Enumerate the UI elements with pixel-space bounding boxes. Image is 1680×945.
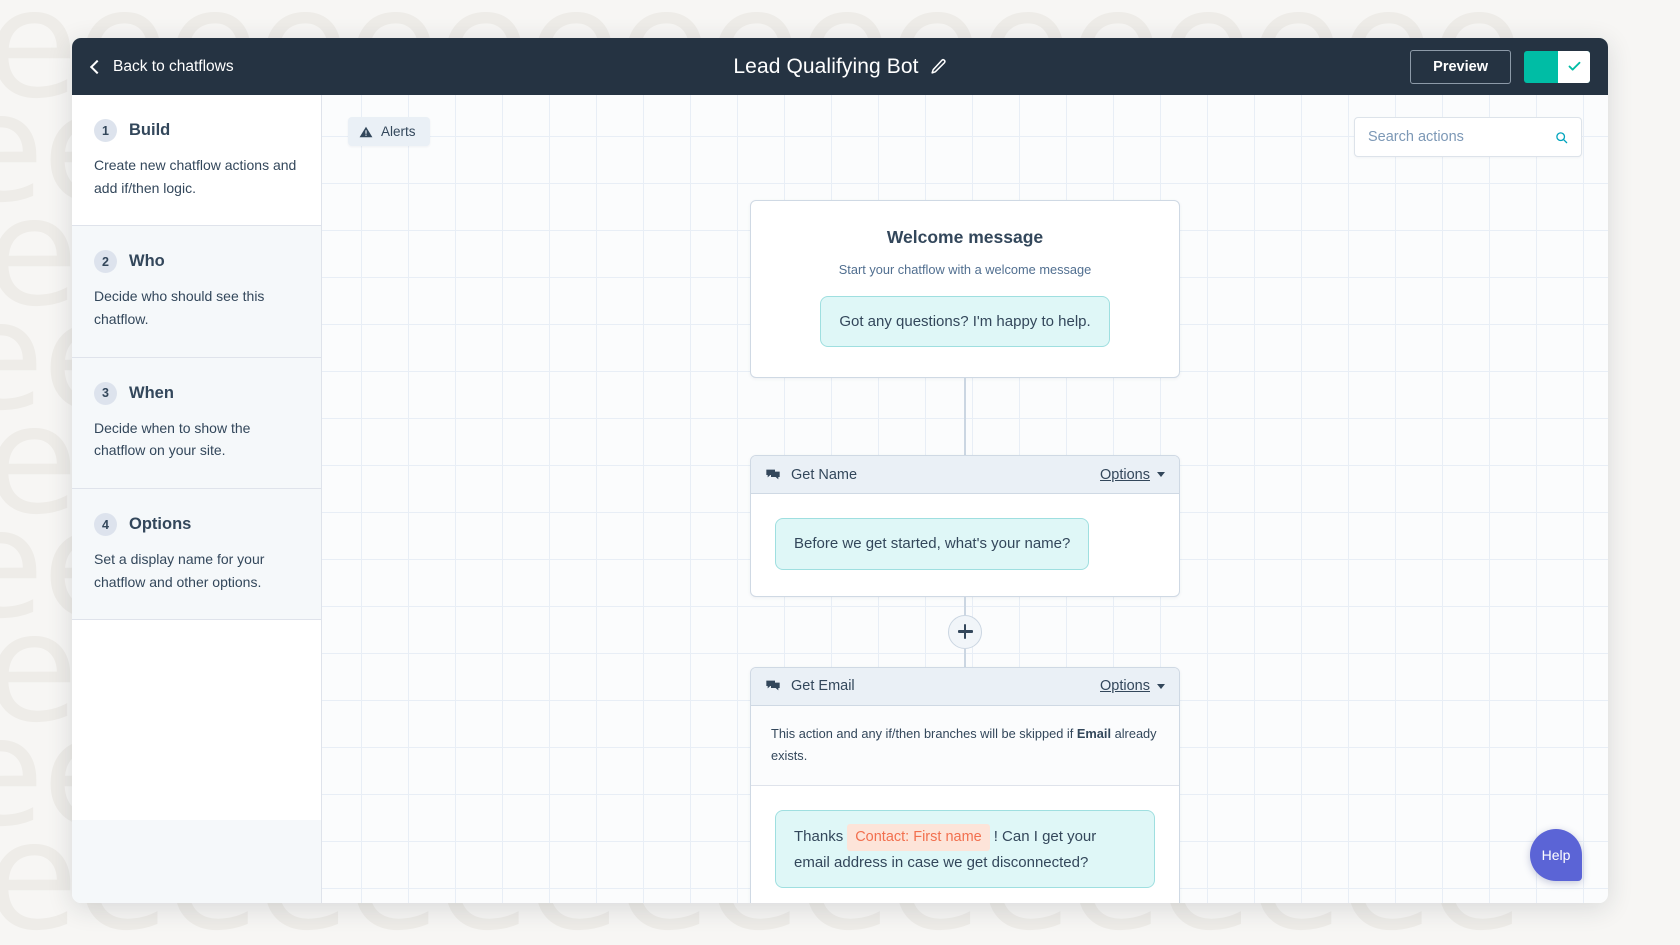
add-action-button[interactable]: [948, 615, 982, 649]
check-icon: [1567, 59, 1582, 74]
page-title: Lead Qualifying Bot: [733, 55, 918, 79]
step-number: 1: [94, 119, 117, 142]
flow-canvas[interactable]: Alerts Welcome message Start your chatfl…: [322, 95, 1608, 903]
skip-note-property: Email: [1077, 726, 1111, 741]
get-name-options-dropdown[interactable]: Options: [1100, 467, 1165, 483]
get-email-options-dropdown[interactable]: Options: [1100, 678, 1165, 694]
step-number: 3: [94, 382, 117, 405]
top-bar: Back to chatflows Lead Qualifying Bot Pr…: [72, 38, 1608, 95]
step-number: 2: [94, 250, 117, 273]
step-description: Decide who should see this chatflow.: [94, 285, 299, 330]
welcome-subtitle: Start your chatflow with a welcome messa…: [775, 262, 1155, 277]
chat-bubbles-icon: [765, 467, 781, 483]
node-get-email-header: Get Email Options: [751, 668, 1179, 706]
step-header: 4 Options: [94, 513, 299, 536]
sidebar-step-when[interactable]: 3 WhenDecide when to show the chatflow on…: [72, 358, 321, 489]
get-email-skip-note: This action and any if/then branches wil…: [751, 706, 1179, 787]
get-name-options-label: Options: [1100, 467, 1150, 483]
search-icon: [1555, 129, 1568, 146]
node-get-email-body: ThanksContact: First name! Can I get you…: [751, 786, 1179, 903]
sidebar-step-options[interactable]: 4 OptionsSet a display name for your chat…: [72, 489, 321, 620]
node-get-name-title: Get Name: [791, 467, 857, 483]
toggle-knob: [1558, 51, 1590, 83]
step-description: Set a display name for your chatflow and…: [94, 548, 299, 593]
help-button[interactable]: Help: [1530, 829, 1582, 881]
flow-title-container: Lead Qualifying Bot: [72, 55, 1608, 79]
step-description: Create new chatflow actions and add if/t…: [94, 154, 299, 199]
step-title: Who: [129, 252, 165, 271]
back-to-chatflows-link[interactable]: Back to chatflows: [92, 58, 234, 76]
get-email-message-bubble[interactable]: ThanksContact: First name! Can I get you…: [775, 810, 1155, 888]
connector-line: [964, 649, 966, 667]
preview-button[interactable]: Preview: [1410, 50, 1511, 84]
alerts-button[interactable]: Alerts: [348, 117, 430, 146]
skip-note-before: This action and any if/then branches wil…: [771, 726, 1077, 741]
bubble-text-before: Thanks: [794, 828, 843, 845]
step-title: Options: [129, 515, 191, 534]
warning-triangle-icon: [359, 125, 373, 139]
step-number: 4: [94, 513, 117, 536]
node-get-name[interactable]: Get Name Options Before we get started, …: [750, 455, 1180, 596]
welcome-title: Welcome message: [775, 227, 1155, 248]
back-to-chatflows-label: Back to chatflows: [113, 58, 234, 76]
connector-line: [964, 378, 966, 455]
steps-sidebar: 1 BuildCreate new chatflow actions and ad…: [72, 95, 322, 903]
chatflow-node-list: Welcome message Start your chatflow with…: [750, 200, 1180, 903]
chat-bubbles-icon: [765, 678, 781, 694]
step-header: 1 Build: [94, 119, 299, 142]
sidebar-filler: [72, 620, 321, 820]
step-header: 3 When: [94, 382, 299, 405]
node-get-email[interactable]: Get Email Options This action and any if…: [750, 667, 1180, 904]
pencil-icon[interactable]: [930, 58, 947, 75]
step-header: 2 Who: [94, 250, 299, 273]
welcome-message-bubble[interactable]: Got any questions? I'm happy to help.: [820, 296, 1109, 347]
window-body: 1 BuildCreate new chatflow actions and ad…: [72, 95, 1608, 903]
chevron-down-icon: [1157, 684, 1165, 689]
connector-line: [964, 597, 966, 615]
sidebar-step-build[interactable]: 1 BuildCreate new chatflow actions and ad…: [72, 95, 321, 226]
node-get-name-body: Before we get started, what's your name?: [751, 494, 1179, 595]
personalization-token[interactable]: Contact: First name: [847, 824, 990, 850]
step-title: When: [129, 384, 174, 403]
app-window: Back to chatflows Lead Qualifying Bot Pr…: [72, 38, 1608, 903]
node-welcome-message[interactable]: Welcome message Start your chatflow with…: [750, 200, 1180, 378]
get-name-message-bubble[interactable]: Before we get started, what's your name?: [775, 518, 1089, 569]
node-get-email-title: Get Email: [791, 678, 855, 694]
node-get-name-header: Get Name Options: [751, 456, 1179, 494]
chevron-down-icon: [1157, 472, 1165, 477]
search-actions-box[interactable]: [1354, 117, 1582, 157]
top-bar-actions: Preview: [1410, 50, 1590, 84]
alerts-label: Alerts: [381, 124, 416, 139]
step-description: Decide when to show the chatflow on your…: [94, 417, 299, 462]
sidebar-step-who[interactable]: 2 WhoDecide who should see this chatflow.: [72, 226, 321, 357]
chatflow-status-toggle[interactable]: [1524, 51, 1590, 83]
get-email-options-label: Options: [1100, 678, 1150, 694]
chevron-left-icon: [90, 60, 104, 74]
search-input[interactable]: [1368, 129, 1555, 145]
step-title: Build: [129, 121, 170, 140]
